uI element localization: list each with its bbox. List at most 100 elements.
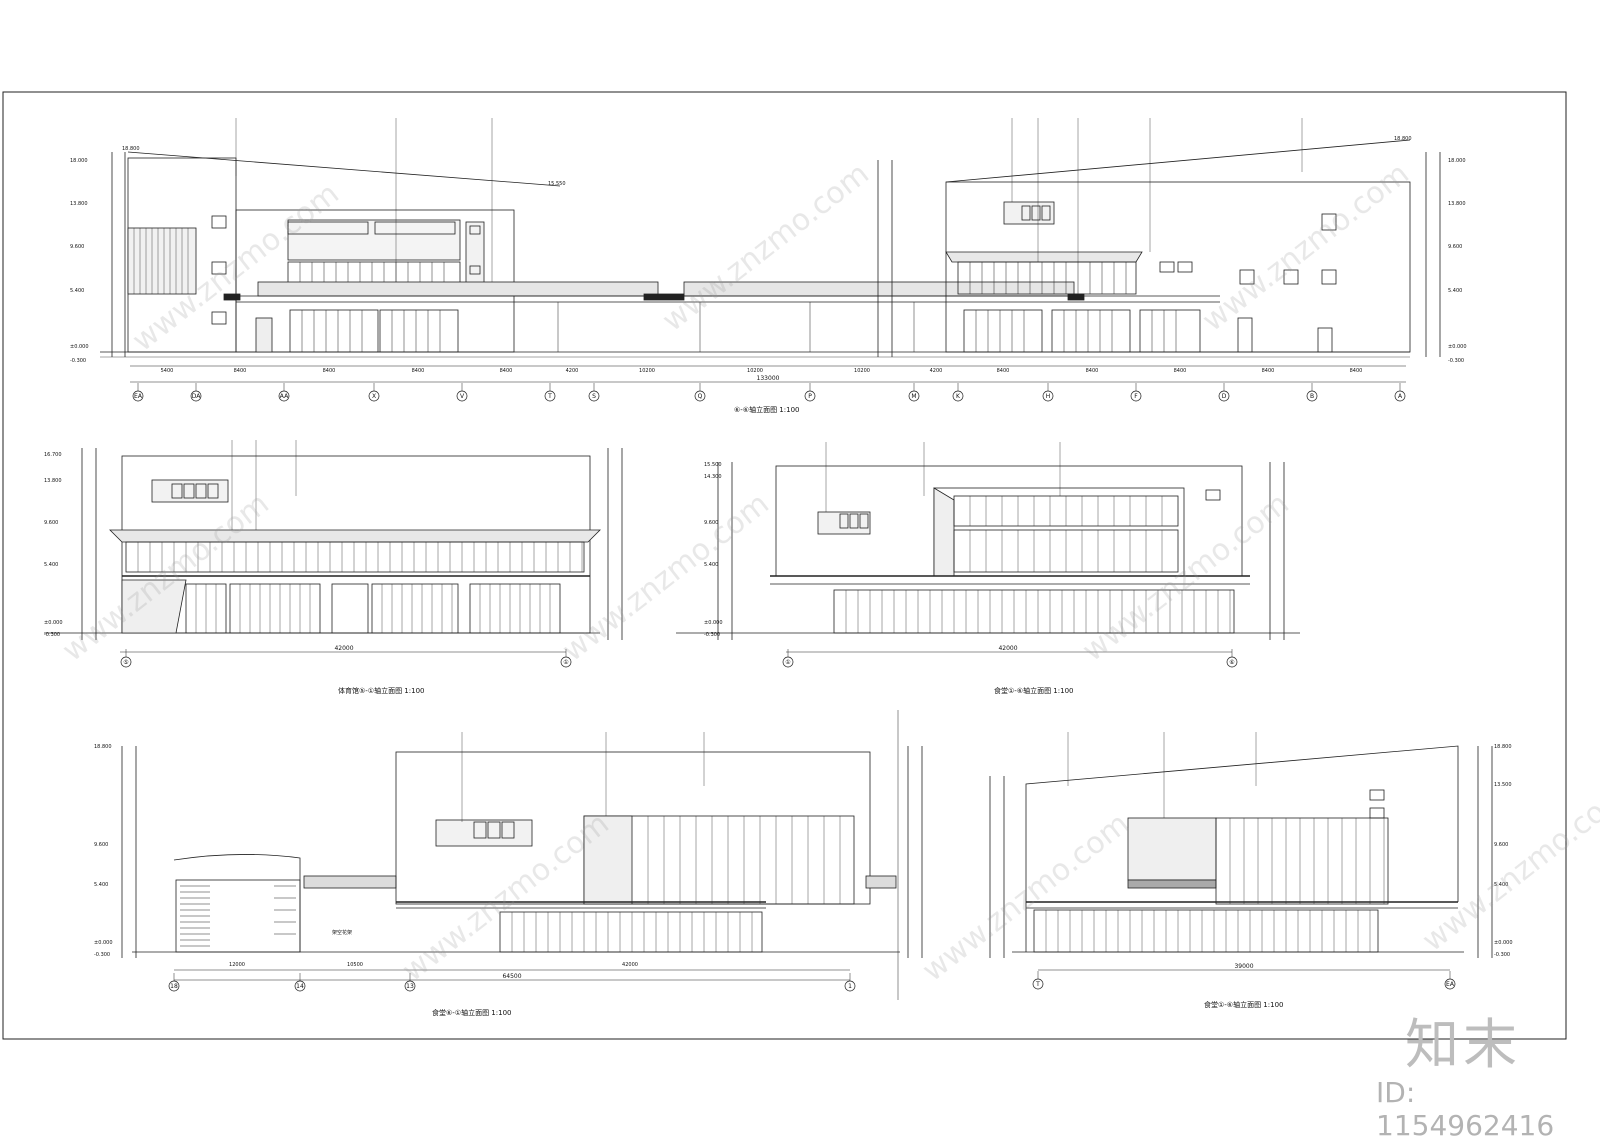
axis-label: ① bbox=[785, 659, 790, 666]
axis-label: D bbox=[1222, 393, 1227, 400]
axis-bubble bbox=[1032, 978, 1044, 990]
axis-label: T bbox=[547, 393, 552, 400]
axis-label: 14 bbox=[296, 983, 304, 990]
axis-label: P bbox=[808, 393, 812, 400]
axis-label: F bbox=[1134, 393, 1138, 400]
axis-bubble bbox=[404, 980, 416, 992]
e2-total-dim: 42000 bbox=[334, 645, 353, 652]
brand-logo: 知末 bbox=[1405, 1013, 1521, 1076]
e1-roof-right: 18.800 bbox=[1394, 136, 1412, 142]
axis-label: S bbox=[592, 393, 596, 400]
span-dim: 42000 bbox=[622, 962, 638, 968]
axis-bubble bbox=[1444, 978, 1456, 990]
axis-bubble bbox=[1226, 656, 1238, 668]
axis-bubble bbox=[168, 980, 180, 992]
level-mark: ±0.000 bbox=[70, 344, 89, 350]
level-mark: 13.500 bbox=[1494, 782, 1512, 788]
level-mark: 5.400 bbox=[44, 562, 58, 568]
axis-bubble bbox=[560, 656, 572, 668]
e4-tag: 架空花架 bbox=[332, 929, 352, 936]
axis-bubble bbox=[1218, 390, 1230, 402]
e5-total-dim: 39000 bbox=[1234, 963, 1253, 970]
level-mark: 13.800 bbox=[70, 201, 88, 207]
axis-bubble bbox=[120, 656, 132, 668]
elevation-4 bbox=[121, 710, 923, 1000]
axis-label: EA bbox=[134, 393, 143, 400]
span-dim: 4200 bbox=[566, 368, 579, 374]
axis-label: Q bbox=[698, 393, 703, 400]
axis-label: A bbox=[1398, 393, 1403, 400]
span-dim: 8400 bbox=[1174, 368, 1187, 374]
level-mark: ±0.000 bbox=[704, 620, 723, 626]
level-mark: 5.400 bbox=[1448, 288, 1462, 294]
span-dim: 8400 bbox=[997, 368, 1010, 374]
level-mark: 18.800 bbox=[94, 744, 112, 750]
axis-bubble bbox=[694, 390, 706, 402]
e1-roof-mid: 15.550 bbox=[548, 181, 566, 187]
span-dim: 8400 bbox=[234, 368, 247, 374]
level-mark: 13.800 bbox=[44, 478, 62, 484]
caption-elevation-1: ⑥-⑥轴立面图 1:100 bbox=[734, 406, 800, 414]
span-dim: 10200 bbox=[747, 368, 763, 374]
span-dim: 8400 bbox=[412, 368, 425, 374]
level-mark: -0.300 bbox=[1448, 358, 1464, 364]
axis-label: V bbox=[460, 393, 465, 400]
axis-label: B bbox=[1310, 393, 1314, 400]
elevation-1-levels: 18.00013.8009.6005.400±0.000-0.30018.000… bbox=[70, 158, 1467, 364]
level-mark: 18.000 bbox=[70, 158, 88, 164]
level-mark: 13.800 bbox=[1448, 201, 1466, 207]
axis-bubble bbox=[908, 390, 920, 402]
axis-bubble bbox=[294, 980, 306, 992]
span-dim: 8400 bbox=[1086, 368, 1099, 374]
level-mark: -0.300 bbox=[1494, 952, 1510, 958]
level-mark: 9.600 bbox=[44, 520, 58, 526]
level-mark: 9.600 bbox=[704, 520, 718, 526]
e1-total-dim: 133000 bbox=[757, 375, 780, 382]
elevation-1 bbox=[100, 118, 1441, 383]
level-mark: -0.300 bbox=[44, 632, 60, 638]
axis-bubble bbox=[1042, 390, 1054, 402]
level-mark: 14.300 bbox=[704, 474, 722, 480]
axis-label: EA bbox=[1446, 981, 1455, 988]
level-mark: 9.600 bbox=[70, 244, 84, 250]
span-dim: 8400 bbox=[323, 368, 336, 374]
axis-bubble bbox=[588, 390, 600, 402]
axis-label: DA bbox=[192, 393, 202, 400]
axis-label: K bbox=[956, 393, 961, 400]
axis-bubble bbox=[782, 656, 794, 668]
level-mark: -0.300 bbox=[94, 952, 110, 958]
axis-bubble bbox=[132, 390, 144, 402]
axis-label: M bbox=[911, 393, 916, 400]
caption-elevation-3: 食堂①-⑥轴立面图 1:100 bbox=[994, 687, 1074, 695]
span-dim: 4200 bbox=[930, 368, 943, 374]
drawing-id: ID: 1154962416 bbox=[1376, 1076, 1555, 1142]
span-dim: 10500 bbox=[347, 962, 363, 968]
level-mark: -0.300 bbox=[704, 632, 720, 638]
level-mark: 5.400 bbox=[704, 562, 718, 568]
elevation-2 bbox=[44, 440, 623, 653]
caption-elevation-5: 食堂①-⑥轴立面图 1:100 bbox=[1204, 1001, 1284, 1009]
span-dim: 8400 bbox=[500, 368, 513, 374]
e4-total-dim: 64500 bbox=[502, 973, 521, 980]
axis-bubble bbox=[1130, 390, 1142, 402]
span-dim: 5400 bbox=[161, 368, 174, 374]
level-mark: ±0.000 bbox=[94, 940, 113, 946]
axis-label: ① bbox=[563, 659, 568, 666]
caption-elevation-2: 体育馆⑤-①轴立面图 1:100 bbox=[338, 687, 425, 695]
axis-label: 18 bbox=[170, 983, 178, 990]
level-mark: 9.600 bbox=[1494, 842, 1508, 848]
span-dim: 8400 bbox=[1350, 368, 1363, 374]
axis-label: AA bbox=[280, 393, 289, 400]
axis-bubble bbox=[952, 390, 964, 402]
axis-label: ⑤ bbox=[123, 659, 128, 666]
level-mark: ±0.000 bbox=[44, 620, 63, 626]
